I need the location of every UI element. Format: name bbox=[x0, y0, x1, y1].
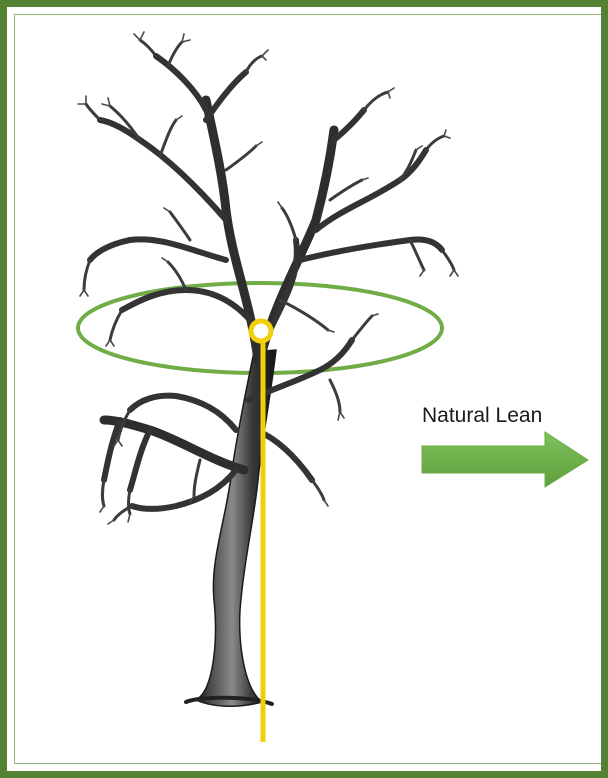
axis-pivot-point bbox=[251, 321, 271, 341]
right-arrow-icon bbox=[422, 432, 588, 487]
natural-lean-label: Natural Lean bbox=[422, 404, 542, 428]
tree-icon bbox=[78, 32, 458, 706]
